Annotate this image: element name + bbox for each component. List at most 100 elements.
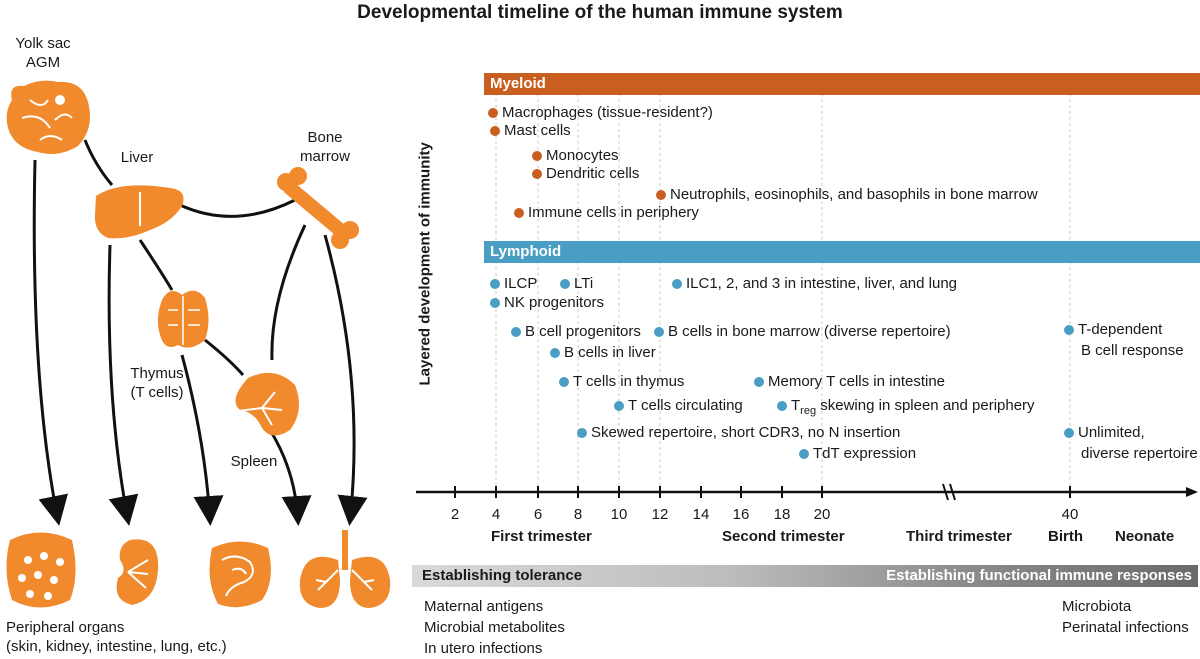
myeloid-item: Macrophages (tissue-resident?)	[488, 104, 713, 122]
lymphoid-item-label: T cells in thymus	[573, 373, 685, 390]
myeloid-dot	[532, 169, 542, 179]
myeloid-dot	[514, 208, 524, 218]
myeloid-dot	[490, 126, 500, 136]
lung-icon	[299, 530, 391, 608]
lymphoid-dot	[511, 327, 521, 337]
lymphoid-item-label: B cell progenitors	[525, 323, 641, 340]
establishing-responses-label: Establishing functional immune responses	[886, 567, 1192, 584]
first-trimester-label: First trimester	[491, 528, 592, 545]
tick-label: 10	[610, 506, 628, 523]
lymphoid-item-label: ILC1, 2, and 3 in intestine, liver, and …	[686, 275, 958, 292]
lymphoid-dot	[654, 327, 664, 337]
lymphoid-item: Memory T cells in intestine	[754, 373, 945, 391]
liver-label: Liver	[120, 149, 154, 166]
tick-label: 4	[491, 506, 501, 523]
establishing-tolerance-label: Establishing tolerance	[422, 567, 583, 584]
lymphoid-item: Unlimited,	[1064, 424, 1145, 442]
lymphoid-dot	[799, 449, 809, 459]
myeloid-item-label: Monocytes	[546, 147, 619, 164]
myeloid-item: Monocytes	[532, 147, 619, 165]
tick-label: 6	[533, 506, 543, 523]
lymphoid-item: B cells in bone marrow (diverse repertoi…	[654, 323, 951, 341]
lymphoid-dot	[777, 401, 787, 411]
lymphoid-bar: Lymphoid	[484, 241, 1200, 263]
myeloid-item: Neutrophils, eosinophils, and basophils …	[656, 186, 1038, 204]
bone-label: Bone	[307, 129, 343, 146]
lymphoid-item: T cells circulating	[614, 397, 743, 415]
lymphoid-item: NK progenitors	[490, 294, 604, 312]
peripheral-sub-label: (skin, kidney, intestine, lung, etc.)	[6, 638, 227, 655]
tick-label: 2	[450, 506, 460, 523]
tick-label: 40	[1061, 506, 1079, 523]
lymphoid-dot	[490, 298, 500, 308]
lymphoid-dot	[577, 428, 587, 438]
lymphoid-item-label: TdT expression	[813, 445, 917, 462]
lymphoid-dot	[560, 279, 570, 289]
lymphoid-item: Treg skewing in spleen and periphery	[777, 397, 1035, 420]
kidney-icon	[116, 539, 159, 605]
tick-label: 8	[573, 506, 583, 523]
figure-title: Developmental timeline of the human immu…	[357, 2, 843, 23]
thymus-sub-label: (T cells)	[130, 384, 184, 401]
organ-label-bone-marrow: Bone marrow	[295, 128, 355, 166]
lymphoid-item-cont: diverse repertoire	[1081, 445, 1198, 462]
lymphoid-item-label: NK progenitors	[504, 294, 605, 311]
yolk-sac-label: Yolk sac	[15, 35, 71, 52]
tolerance-band	[412, 565, 1198, 587]
lymphoid-item-cont: B cell response	[1081, 342, 1184, 359]
myeloid-item: Mast cells	[490, 122, 571, 140]
lymphoid-item: T-dependent	[1064, 321, 1162, 339]
agm-label: AGM	[25, 54, 61, 71]
lymphoid-item: ILCP	[490, 275, 537, 293]
spleen-label: Spleen	[230, 453, 278, 470]
myeloid-item: Immune cells in periphery	[514, 204, 699, 222]
myeloid-item-label: Neutrophils, eosinophils, and basophils …	[670, 186, 1038, 203]
organ-label-peripheral: Peripheral organs (skin, kidney, intesti…	[6, 618, 227, 656]
lymphoid-item: Skewed repertoire, short CDR3, no N inse…	[577, 424, 900, 442]
birth-label: Birth	[1048, 528, 1083, 545]
footer-left-item: Microbial metabolites	[424, 619, 565, 636]
footer-right-item: Perinatal infections	[1062, 619, 1189, 636]
lymphoid-dot	[672, 279, 682, 289]
lymphoid-item-label: B cells in bone marrow (diverse repertoi…	[668, 323, 951, 340]
lymphoid-dot	[559, 377, 569, 387]
neonate-label: Neonate	[1115, 528, 1175, 545]
lymphoid-item-label: Memory T cells in intestine	[768, 373, 946, 390]
third-trimester-label: Third trimester	[906, 528, 1012, 545]
myeloid-dot	[656, 190, 666, 200]
lymphoid-item: B cells in liver	[550, 344, 656, 362]
lymphoid-item-label: Skewed repertoire, short CDR3, no N inse…	[591, 424, 901, 441]
organ-label-yolk-sac: Yolk sac AGM	[8, 34, 78, 72]
tick-label: 20	[813, 506, 831, 523]
lymphoid-item: ILC1, 2, and 3 in intestine, liver, and …	[672, 275, 957, 293]
second-trimester-label: Second trimester	[722, 528, 845, 545]
peripheral-label: Peripheral organs	[6, 619, 125, 636]
lymphoid-dot	[490, 279, 500, 289]
yolk-sac-icon	[6, 80, 91, 154]
intestine-icon	[209, 541, 271, 608]
myeloid-bar: Myeloid	[484, 73, 1200, 95]
lymphoid-item-label: T-dependent	[1078, 321, 1163, 338]
lymphoid-item-label: LTi	[574, 275, 594, 292]
spleen-icon	[229, 372, 299, 436]
timeline-guides	[416, 75, 1198, 501]
lymphoid-dot	[1064, 428, 1074, 438]
myeloid-item: Dendritic cells	[532, 165, 639, 183]
lymphoid-dot	[614, 401, 624, 411]
myeloid-item-label: Dendritic cells	[546, 165, 640, 182]
lymphoid-dot	[754, 377, 764, 387]
organ-label-thymus: Thymus (T cells)	[122, 364, 192, 402]
tick-label: 18	[773, 506, 791, 523]
tick-label: 12	[651, 506, 669, 523]
myeloid-item-label: Macrophages (tissue-resident?)	[502, 104, 713, 121]
organ-diagram	[6, 80, 391, 608]
footer-left-item: Maternal antigens	[424, 598, 544, 615]
treg-t: T	[791, 397, 801, 414]
myeloid-item-label: Mast cells	[504, 122, 571, 139]
lymphoid-item-label: Unlimited,	[1078, 424, 1145, 441]
tick-label: 16	[732, 506, 750, 523]
footer-left-list: Maternal antigens Microbial metabolites …	[424, 596, 565, 659]
marrow-label: marrow	[299, 148, 350, 165]
bone-icon	[277, 167, 359, 249]
footer-left-item: In utero infections	[424, 640, 543, 657]
